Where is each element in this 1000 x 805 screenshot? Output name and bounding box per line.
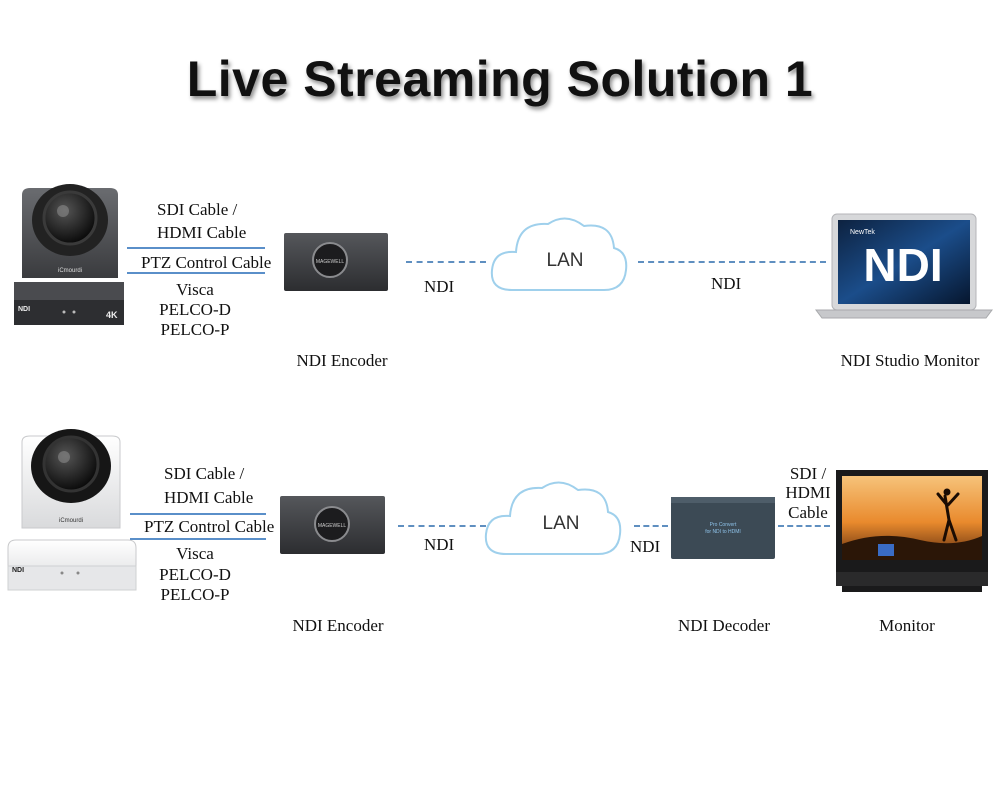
ptz-camera-dark: iCmourdi NDI 4K: [14, 184, 124, 325]
label-pelco-d-1: PELCO-D: [159, 300, 231, 319]
label-pelco-p-2: PELCO-P: [160, 585, 230, 604]
label-monitor: Monitor: [879, 616, 935, 635]
label-ndi-1b: NDI: [711, 274, 742, 293]
ndi-encoder-device-1: MAGEWELL: [284, 233, 388, 291]
label-ndi-1a: NDI: [424, 277, 455, 296]
label-hdmi-cable-1: HDMI Cable: [157, 223, 247, 242]
label-sdi-cable-2: SDI Cable /: [164, 464, 245, 483]
label-cable: Cable: [788, 503, 828, 522]
label-ndi-decoder: NDI Decoder: [677, 616, 771, 635]
label-pelco-p-1: PELCO-P: [160, 320, 230, 339]
label-sdi-cable-1: SDI Cable /: [157, 200, 238, 219]
label-visca-1: Visca: [176, 280, 214, 299]
ndi-link-1b: [638, 261, 826, 263]
svg-text:for NDI to HDMI: for NDI to HDMI: [705, 529, 741, 535]
label-lan-2: LAN: [542, 513, 580, 534]
svg-text:MAGEWELL: MAGEWELL: [316, 259, 345, 265]
label-ptz-cable-1: PTZ Control Cable: [141, 253, 272, 272]
label-lan-1: LAN: [546, 250, 584, 271]
svg-text:iCmourdi: iCmourdi: [59, 518, 83, 524]
ndi-decoder-device: Pro Convert for NDI to HDMI: [671, 497, 775, 559]
cable-line-sdi-2: [130, 513, 266, 515]
broadcast-monitor: [836, 470, 988, 592]
cable-line-sdi-1: [127, 247, 265, 249]
ndi-link-2a: [398, 525, 486, 527]
label-ndi-studio-monitor: NDI Studio Monitor: [840, 351, 980, 370]
cable-line-ptz-1: [127, 272, 265, 274]
label-ndi-2b: NDI: [630, 537, 661, 556]
svg-text:Pro Convert: Pro Convert: [710, 522, 737, 528]
svg-text:MAGEWELL: MAGEWELL: [318, 523, 347, 529]
svg-text:NDI: NDI: [863, 239, 942, 291]
svg-text:NDI: NDI: [18, 306, 30, 313]
lan-cloud-2: [484, 481, 622, 555]
page-title: Live Streaming Solution 1: [186, 51, 814, 107]
label-sdi-slash: SDI /: [789, 464, 827, 483]
ndi-link-2b: [634, 525, 668, 527]
svg-text:4K: 4K: [106, 310, 118, 320]
ndi-encoder-device-2: MAGEWELL: [280, 496, 385, 554]
cable-line-ptz-2: [130, 538, 266, 540]
label-hdmi-cable-2: HDMI Cable: [164, 488, 254, 507]
label-hdmi: HDMI: [785, 483, 831, 502]
label-ndi-encoder-2: NDI Encoder: [292, 616, 384, 635]
sdi-link-2c: [778, 525, 830, 527]
ptz-camera-white: iCmourdi NDI: [7, 429, 137, 591]
label-pelco-d-2: PELCO-D: [159, 565, 231, 584]
label-ndi-encoder-1: NDI Encoder: [296, 351, 388, 370]
lan-cloud-1: [490, 217, 628, 291]
svg-text:iCmourdi: iCmourdi: [58, 268, 82, 274]
label-visca-2: Visca: [176, 544, 214, 563]
svg-text:NewTek: NewTek: [850, 229, 875, 236]
svg-text:NDI: NDI: [12, 567, 24, 574]
laptop-ndi-studio-monitor: NewTek NDI: [815, 213, 993, 319]
label-ptz-cable-2: PTZ Control Cable: [144, 517, 275, 536]
label-ndi-2a: NDI: [424, 535, 455, 554]
ndi-link-1a: [406, 261, 486, 263]
